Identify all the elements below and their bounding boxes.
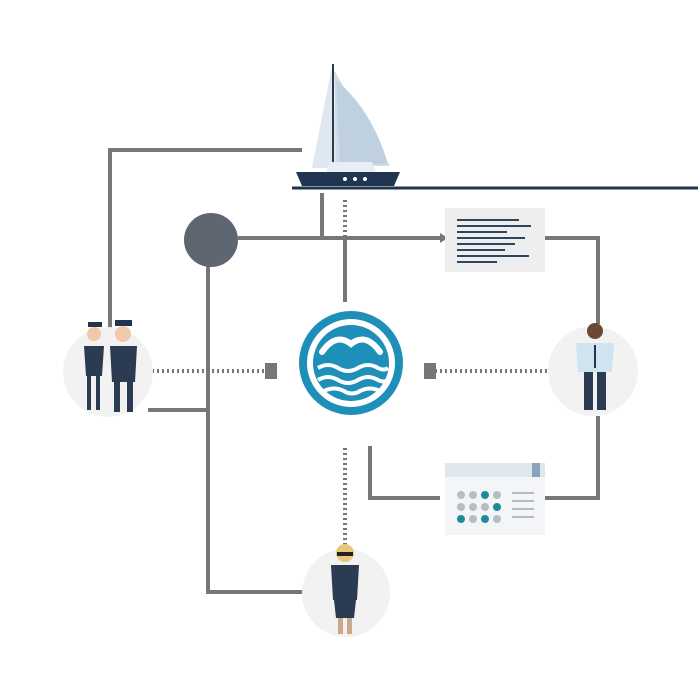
crew-pair-icon (63, 320, 153, 417)
wave-logo-icon (299, 311, 403, 415)
dotted-connectors (152, 200, 548, 545)
connector-dot-to-captain (206, 260, 307, 594)
connector-end-left (265, 363, 277, 379)
circle-icon (184, 213, 238, 267)
arrow-to-document (440, 233, 448, 243)
sailboat-icon (292, 64, 698, 190)
calendar-icon (445, 463, 545, 535)
connector-boat-to-hub (320, 193, 347, 240)
document-icon (445, 208, 545, 272)
connector-officer-to-calendar (543, 416, 600, 500)
connector-crew-to-boat (108, 148, 302, 332)
connector-end-right (424, 363, 436, 379)
connector-hub-to-calendar (368, 446, 440, 500)
officer-icon (548, 323, 638, 416)
captain-icon (302, 544, 390, 637)
connector-document-to-officer (543, 236, 600, 324)
